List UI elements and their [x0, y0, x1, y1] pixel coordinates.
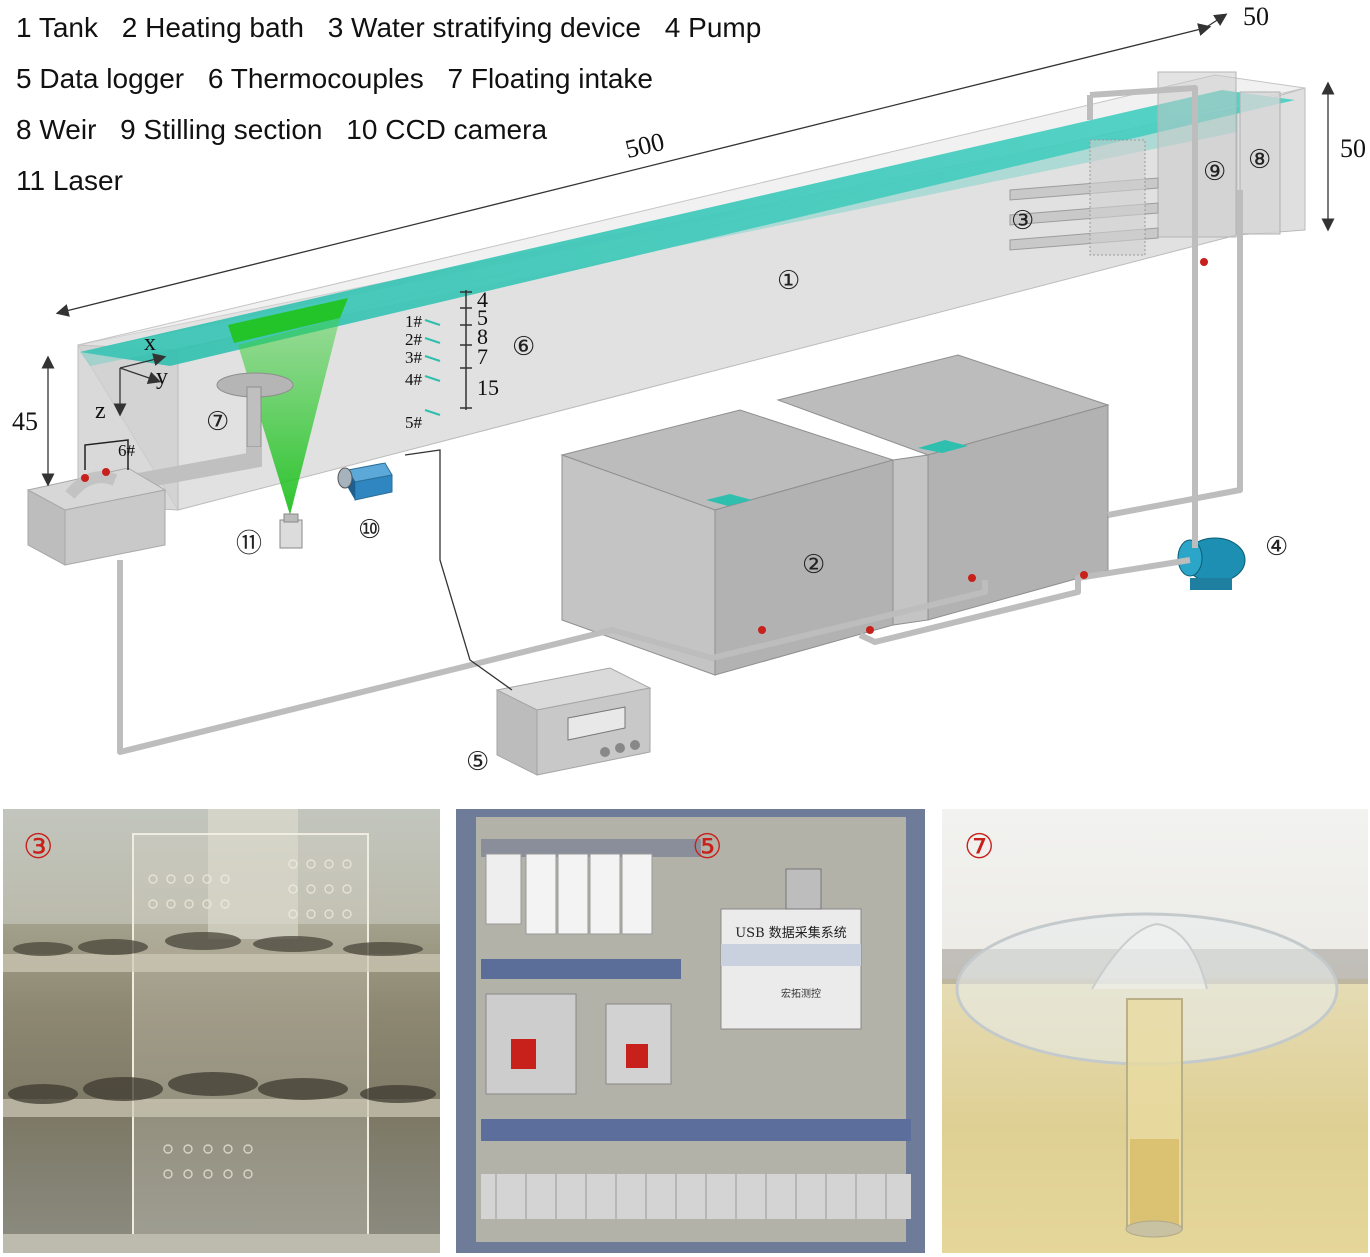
data-logger [495, 667, 652, 776]
axis-y-label: y [156, 364, 168, 390]
logger-cabinet-illustration: USB 数据采集系统 宏拓测控 [456, 809, 925, 1253]
thermocouple-spacing: 8 [477, 324, 488, 349]
power-supply-units [485, 993, 672, 1095]
intake-funnel-throat [1091, 922, 1208, 990]
dimension-lines [41, 13, 1335, 487]
callout-intake: ⑦ [206, 407, 229, 437]
laser-sheet [238, 318, 340, 515]
callout-tank: ① [777, 266, 800, 296]
axis-x-label: x [144, 330, 156, 356]
tank-width-label: 50 [1243, 2, 1269, 31]
callout-heating-bath: ② [802, 550, 825, 580]
outlet-thermocouple-label: 6# [118, 441, 136, 460]
intake-illustration [942, 912, 1368, 1253]
thermocouple-spacing: 15 [477, 375, 499, 400]
callout-stilling: ⑨ [1203, 157, 1226, 187]
weir [1239, 91, 1281, 235]
experimental-setup-diagram: 1# 2# 3# 4# 5# 6# 4 5 8 7 15 500 50 50 4… [12, 2, 1366, 777]
photo-label-intake: ⑦ [964, 828, 995, 866]
thermocouple-label: 3# [405, 348, 423, 367]
photo-floating-intake: ⑦ [942, 809, 1368, 1253]
terminal-blocks [495, 1174, 887, 1219]
thermocouple-label: 1# [405, 312, 423, 331]
perforation-holes [148, 859, 352, 1179]
floating-intake [98, 372, 294, 496]
callout-thermocouples: ⑥ [512, 332, 535, 362]
photo-label-stratifier: ③ [23, 828, 54, 866]
coordinate-axes [113, 353, 167, 417]
usb-acquisition-box [720, 868, 862, 1030]
photo-water-stratifying-device: ③ [3, 809, 440, 1253]
usb-device-label: USB 数据采集系统 [735, 925, 847, 941]
stones-lower [8, 1072, 436, 1104]
thermocouple-cable [404, 449, 513, 691]
callout-laser: ⑪ [236, 529, 262, 559]
stones-upper [13, 932, 423, 956]
thermocouple-label: 4# [405, 370, 423, 389]
thermocouple-probes [424, 319, 441, 416]
axis-z-label: z [95, 398, 106, 424]
thermocouple-spacing: 5 [477, 305, 488, 330]
callout-camera: ⑩ [358, 515, 381, 545]
pump [1177, 537, 1246, 590]
photo-label-logger: ⑤ [692, 828, 723, 866]
outlet-box [26, 439, 167, 566]
tank-length-label: 500 [622, 127, 667, 164]
tank-height-label: 50 [1340, 134, 1366, 163]
callout-logger: ⑤ [466, 747, 489, 777]
power-sockets [485, 853, 653, 935]
water-depth-label: 45 [12, 407, 38, 436]
thermocouple-label: 2# [405, 330, 423, 349]
thermocouple-label: 5# [405, 413, 423, 432]
callout-weir: ⑧ [1248, 145, 1271, 175]
callout-pump: ④ [1265, 532, 1288, 562]
ccd-camera [337, 462, 393, 501]
thermocouple-spacing: 7 [477, 344, 488, 369]
heating-bath-front [560, 409, 895, 676]
stratifier-illustration [3, 809, 440, 1253]
callout-stratifier: ③ [1011, 206, 1034, 236]
heating-bath-back [776, 354, 1110, 626]
laser-emitter [279, 513, 303, 549]
photo-data-logger: USB 数据采集系统 宏拓测控 ⑤ [456, 809, 925, 1253]
usb-brand-label: 宏拓测控 [781, 987, 821, 1000]
